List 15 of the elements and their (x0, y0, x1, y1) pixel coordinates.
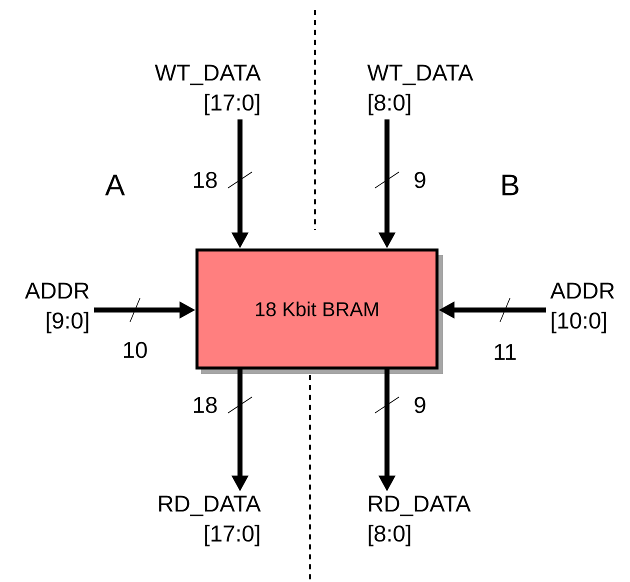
bus-width-label: 18 (194, 172, 217, 188)
signal-label: RD_DATA [17:0] (159, 496, 261, 546)
signal-label: WT_DATA [17:0] (154, 64, 261, 116)
bus-width-label: 9 (414, 172, 426, 188)
signal-label: ADDR [10:0] (550, 282, 614, 334)
signal-label: RD_DATA [8:0] (368, 496, 471, 546)
block-box: 18 Kbit BRAM (196, 248, 443, 374)
port-label: A (105, 174, 125, 196)
signal-label: ADDR [9:0] (24, 282, 89, 334)
bus-width-label: 10 (124, 342, 147, 358)
port-label: B (502, 174, 518, 196)
bus-width-label: 11 (494, 344, 516, 360)
bus-width-label: 18 (194, 396, 217, 414)
bus-width-label: 9 (414, 396, 426, 414)
signal-label: WT_DATA [8:0] (367, 64, 474, 116)
